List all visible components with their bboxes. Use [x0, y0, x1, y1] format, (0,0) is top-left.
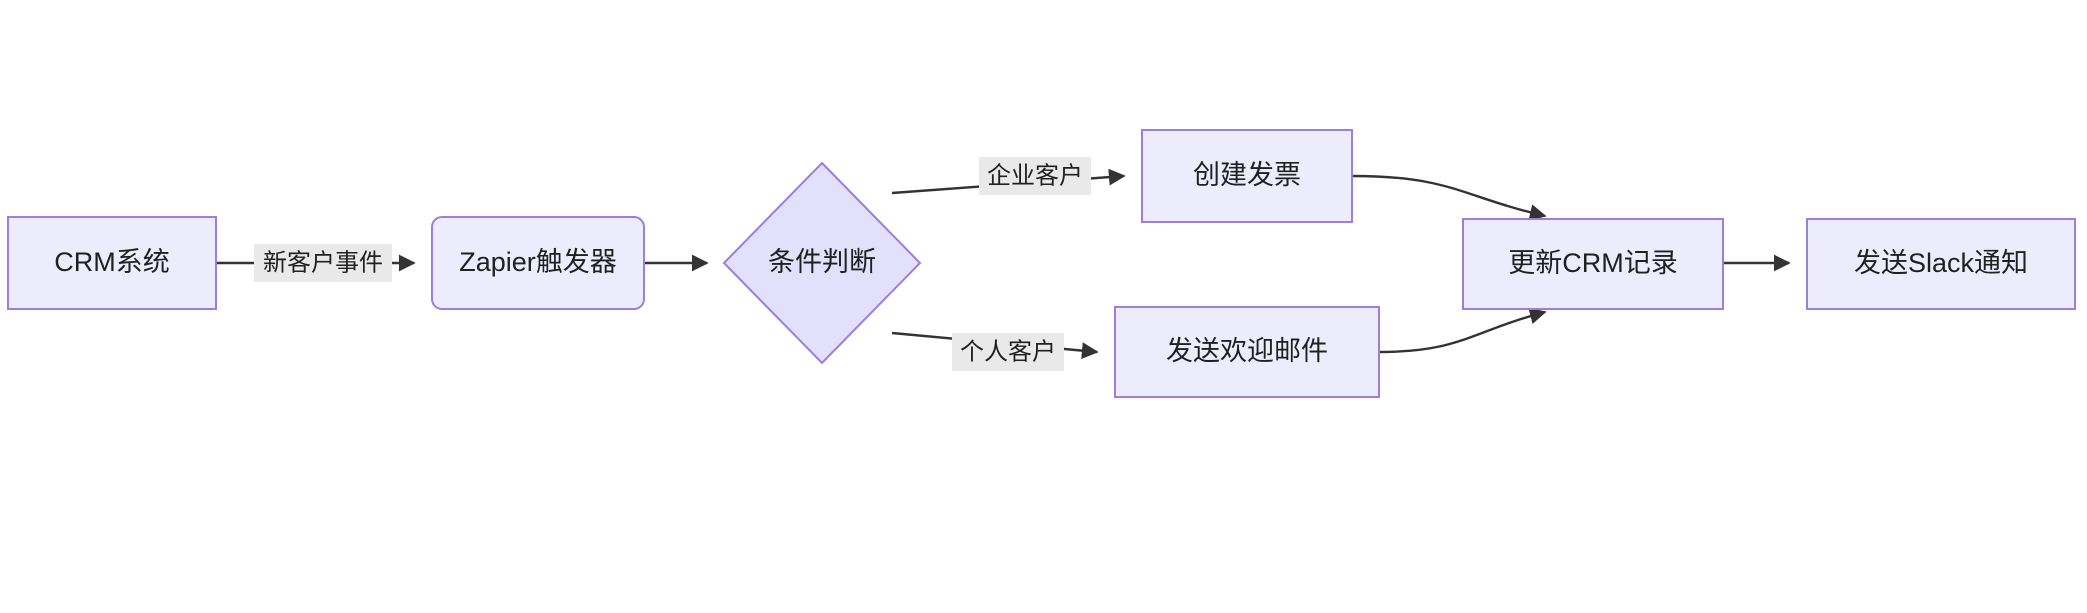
- node-label-invoice: 创建发票: [1193, 160, 1301, 190]
- node-zapier[interactable]: Zapier触发器: [431, 216, 645, 310]
- node-label-decision: 条件判断: [768, 247, 876, 277]
- node-shape-rect[interactable]: [1462, 218, 1724, 310]
- edge-label-text: 个人客户: [960, 338, 1056, 365]
- node-decision[interactable]: 条件判断: [722, 161, 922, 365]
- edge-label-e1: 新客户事件: [254, 244, 392, 282]
- node-label-crm: CRM系统: [54, 247, 170, 277]
- node-shape-rect[interactable]: [1114, 306, 1380, 398]
- node-crm[interactable]: CRM系统: [7, 216, 217, 310]
- node-label-welcome: 发送欢迎邮件: [1166, 336, 1328, 366]
- edge-label-background: [952, 333, 1064, 371]
- node-label-slack: 发送Slack通知: [1854, 248, 2028, 278]
- edge-label-e4: 个人客户: [952, 333, 1064, 371]
- node-shape-rect[interactable]: [7, 216, 217, 310]
- node-welcome[interactable]: 发送欢迎邮件: [1114, 306, 1380, 398]
- edge-invoice-to-update: [1351, 174, 1547, 221]
- edge-label-text: 企业客户: [987, 162, 1083, 189]
- node-shape-rect[interactable]: [1806, 218, 2076, 310]
- edge-label-e3: 企业客户: [979, 157, 1091, 195]
- edge-label-background: [254, 244, 392, 282]
- node-slack[interactable]: 发送Slack通知: [1806, 218, 2076, 310]
- edge-welcome-to-update: [1378, 307, 1547, 354]
- node-invoice[interactable]: 创建发票: [1141, 129, 1353, 223]
- node-shape-rect[interactable]: [1141, 129, 1353, 223]
- edge-label-background: [979, 157, 1091, 195]
- node-label-zapier: Zapier触发器: [459, 247, 617, 277]
- node-label-update: 更新CRM记录: [1508, 248, 1678, 278]
- node-update[interactable]: 更新CRM记录: [1462, 218, 1724, 310]
- node-shape-round-rect[interactable]: [431, 216, 645, 310]
- node-shape-diamond[interactable]: [722, 161, 922, 365]
- edge-label-text: 新客户事件: [263, 249, 383, 276]
